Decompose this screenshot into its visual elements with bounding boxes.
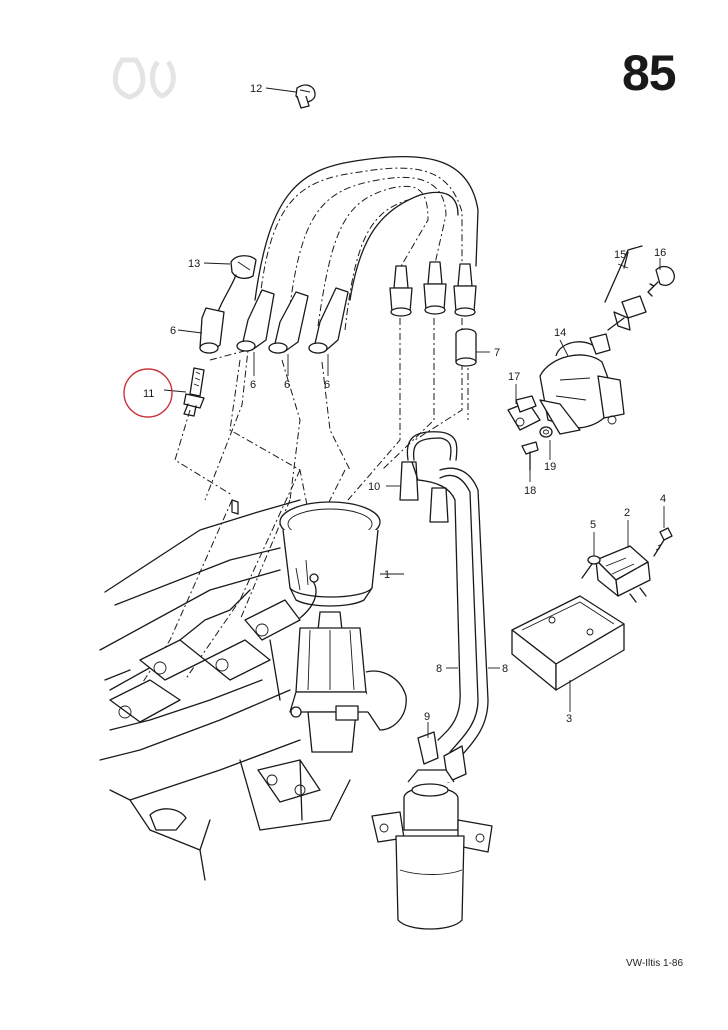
callout-6-b: 6	[250, 379, 256, 391]
part-13-clip	[230, 255, 257, 279]
callout-17: 17	[508, 371, 520, 383]
part-2-bracket	[595, 545, 651, 603]
callout-9: 9	[424, 711, 430, 723]
part-1-distributor-cap	[279, 501, 381, 619]
callout-19: 19	[544, 461, 556, 473]
part-12-clip	[295, 84, 316, 109]
engine-block	[99, 499, 351, 881]
part-14-lock-housing	[539, 333, 625, 435]
callout-13: 13	[188, 258, 200, 270]
distributor-body	[289, 611, 407, 753]
part-19-washer	[539, 426, 553, 438]
callout-6-a: 6	[170, 325, 176, 337]
part-15-lock-cylinder	[604, 245, 647, 331]
callout-labels: 1 2 3 4 5 6 6 6 6 7 8 8 9 10 11 12 13 14…	[143, 83, 666, 725]
highlight-circle-part-11	[123, 368, 173, 418]
callout-15: 15	[614, 249, 626, 261]
callout-leaders	[163, 87, 665, 738]
callout-8-b: 8	[502, 663, 508, 675]
page-number: 85	[622, 45, 677, 101]
callout-10: 10	[368, 481, 380, 493]
callout-3: 3	[566, 713, 572, 725]
part-9-ignition-coil	[371, 731, 493, 930]
part-10-coil-lead	[399, 431, 489, 761]
bleed-through-ghost	[112, 57, 176, 100]
footer-reference: VW-Iltis 1-86	[626, 958, 684, 969]
callout-6-d: 6	[324, 379, 330, 391]
part-17-switch	[507, 395, 541, 431]
part-6-plug-caps	[199, 274, 349, 354]
part-4-screw	[653, 527, 673, 557]
part-18-screw	[521, 441, 539, 471]
callout-6-c: 6	[284, 379, 290, 391]
callout-11: 11	[143, 388, 154, 400]
part-11-spark-plug	[183, 367, 205, 417]
part-3-control-unit	[511, 595, 625, 691]
callout-5: 5	[590, 519, 596, 531]
callout-1: 1	[384, 569, 390, 581]
part-5-screw	[581, 555, 601, 579]
distributor-lead-towers	[389, 261, 477, 317]
callout-12: 12	[250, 83, 262, 95]
callout-18: 18	[524, 485, 536, 497]
callout-8-a: 8	[436, 663, 442, 675]
part-7-connector	[455, 328, 477, 367]
callout-4: 4	[660, 493, 666, 505]
ignition-lead-routing	[124, 155, 479, 711]
callout-2: 2	[624, 507, 630, 519]
callout-16: 16	[654, 247, 666, 259]
callout-14: 14	[554, 327, 566, 339]
callout-7: 7	[494, 347, 500, 359]
part-16-ignition-key	[647, 265, 675, 297]
